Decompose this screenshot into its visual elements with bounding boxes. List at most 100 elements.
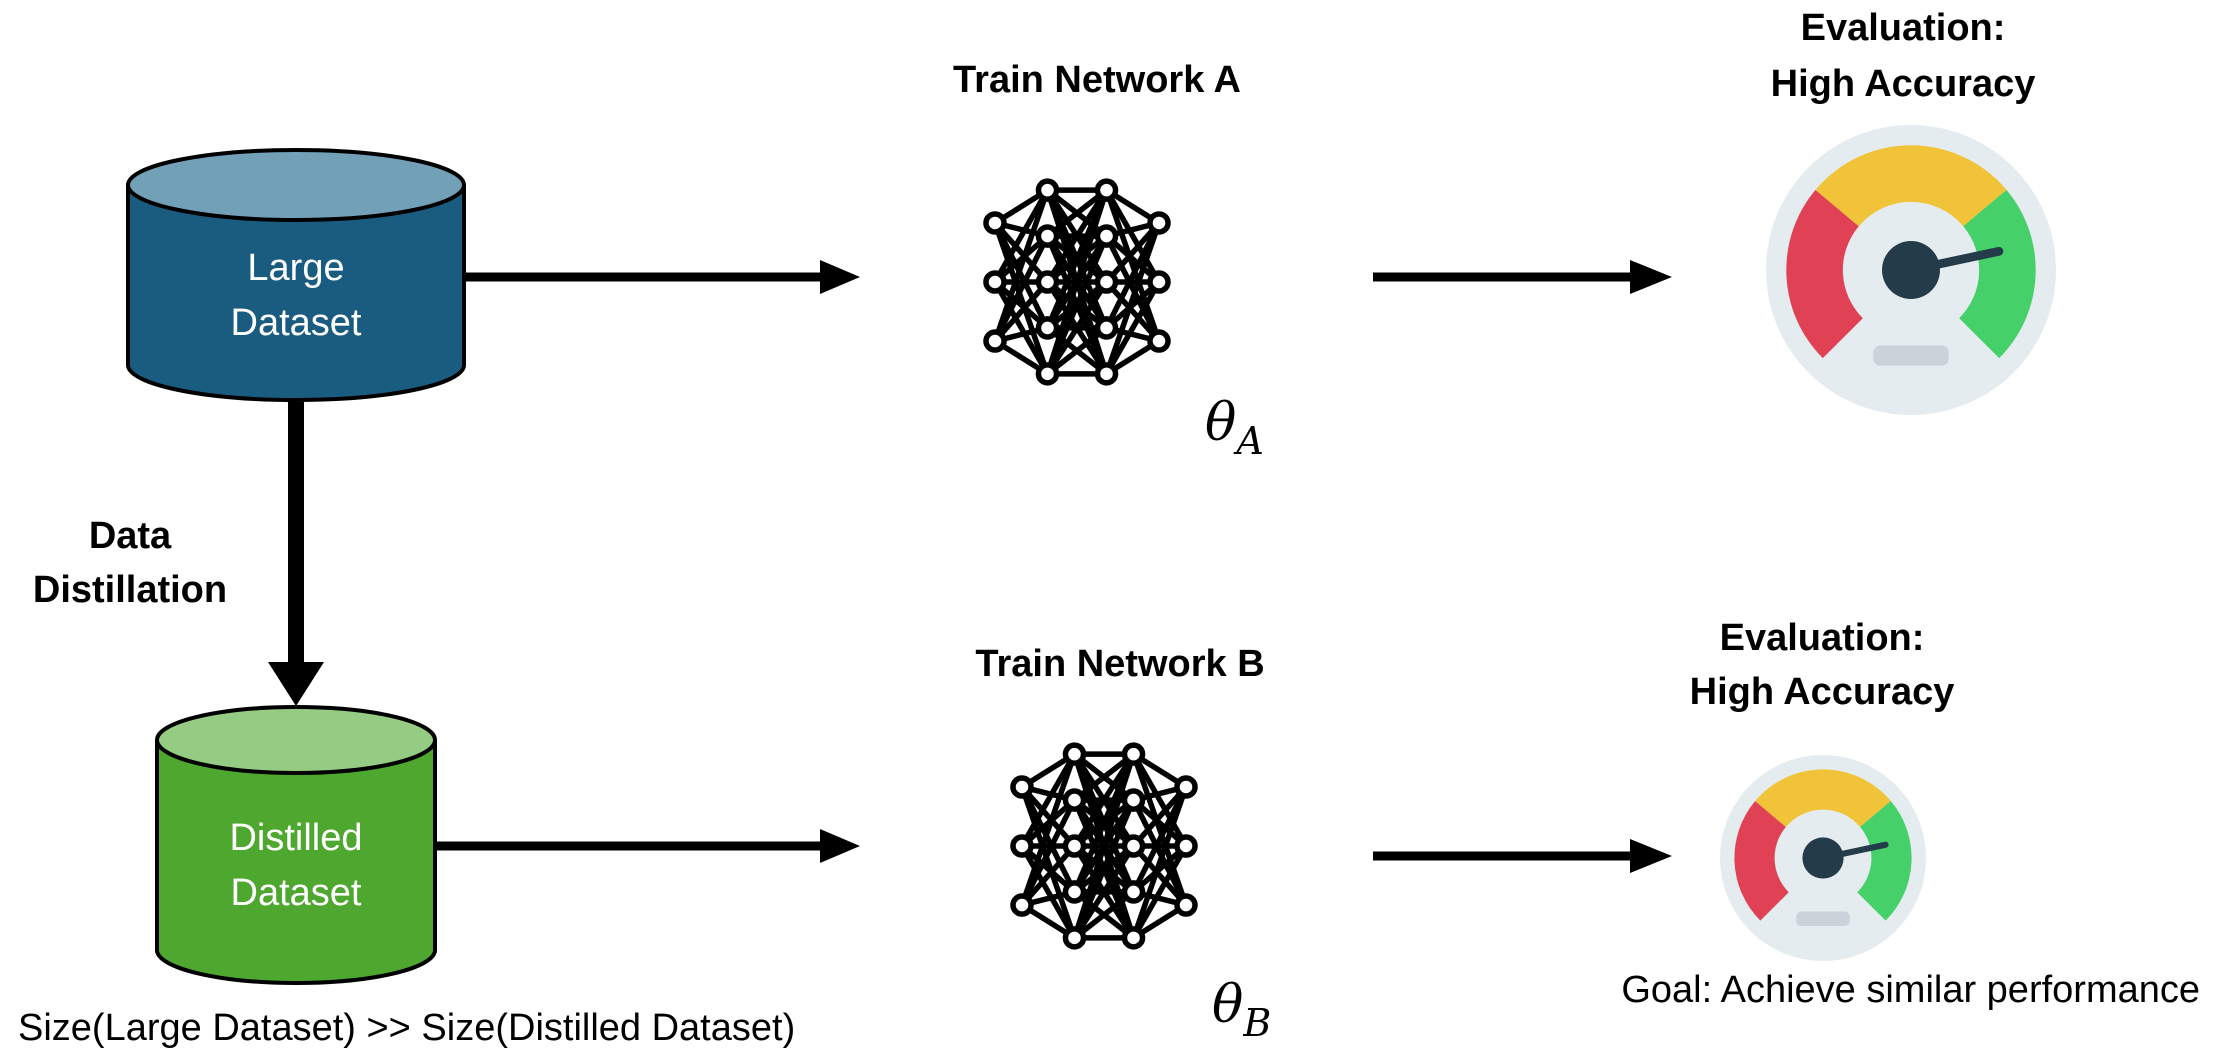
network-node (1174, 775, 1198, 799)
network-edge (1071, 753, 1137, 939)
network-node (1174, 834, 1198, 858)
speedometer-gauge-b-icon (1720, 755, 1926, 961)
network-node (1035, 178, 1060, 202)
network-node (1062, 834, 1087, 858)
large-dataset-body (126, 185, 466, 402)
size-comparison-note: Size(Large Dataset) >> Size(Distilled Da… (18, 1007, 795, 1049)
network-node (1174, 893, 1198, 917)
speedometer-gauge-a-icon (1766, 125, 2056, 415)
theta-b-subscript: B (1242, 1001, 1271, 1045)
network-node (1035, 362, 1060, 386)
network-edge (1103, 189, 1162, 342)
network-node (1147, 270, 1171, 294)
distilled-dataset-body (155, 740, 437, 985)
network-node (1094, 224, 1119, 248)
network-edge (1131, 752, 1189, 848)
network-node (1010, 893, 1034, 917)
network-edge (1072, 844, 1136, 940)
gauge-hub (1882, 241, 1940, 299)
gauge-plate (1873, 345, 1949, 366)
network-node (1094, 270, 1119, 294)
network-edge (1044, 234, 1110, 375)
network-edge (992, 189, 1051, 342)
network-edge (1019, 844, 1077, 907)
network-node (1062, 880, 1087, 904)
theta-a-subscript: A (1233, 419, 1263, 463)
network-edge (1131, 798, 1189, 907)
network-node (1094, 316, 1119, 340)
network-edge (1045, 280, 1109, 376)
network-edge (1072, 751, 1136, 803)
network-edge (1130, 786, 1189, 939)
network-node (1094, 178, 1119, 202)
network-edge (1071, 798, 1137, 939)
network-edge (992, 280, 1050, 376)
network-edge (1072, 889, 1136, 941)
neural-network-b-icon (1010, 742, 1198, 950)
network-edge (1104, 234, 1162, 343)
network-edge (992, 222, 1051, 375)
large-dataset-cylinder: Large Dataset (126, 148, 466, 402)
network-edge (1044, 189, 1110, 375)
network-edge (992, 280, 1050, 343)
gauge-plate (1796, 911, 1850, 926)
distilled-dataset-cylinder: Distilled Dataset (155, 705, 437, 985)
network-edges (992, 187, 1162, 377)
network-edge (992, 234, 1050, 343)
network-edge (1072, 752, 1136, 848)
evaluation-a-title-line2: High Accuracy (1771, 63, 2036, 105)
network-node (1121, 742, 1146, 766)
network-edge (1104, 188, 1162, 284)
evaluation-b-title-line1: Evaluation: (1720, 617, 1925, 659)
network-node (1121, 926, 1146, 950)
network-edges (1019, 751, 1189, 941)
large-dataset-label-line2: Dataset (231, 302, 362, 344)
large-dataset-label-line1: Large (247, 247, 344, 289)
network-edge (1019, 844, 1077, 940)
theta-b-symbol: θ (1212, 975, 1243, 1035)
network-node (1035, 316, 1060, 340)
network-node (1121, 880, 1146, 904)
arrowhead-large-to-network-a (820, 260, 860, 294)
distilled-dataset-top (155, 705, 437, 775)
gauge-yellow-segment (1815, 145, 2007, 227)
network-edge (1131, 844, 1189, 940)
network-node (1094, 362, 1119, 386)
arrowhead-network-b-to-evaluation (1630, 839, 1672, 873)
network-edge (1019, 785, 1077, 848)
distilled-dataset-label-line1: Distilled (229, 817, 362, 859)
network-edge (1045, 188, 1109, 284)
network-edge (1131, 785, 1189, 848)
gauge-green-segment (1857, 801, 1912, 921)
network-edge (1104, 280, 1162, 376)
network-a-title: Train Network A (953, 59, 1241, 101)
network-node (1010, 834, 1034, 858)
network-edge (1019, 786, 1078, 939)
network-nodes (983, 178, 1171, 386)
arrowhead-network-a-to-evaluation (1630, 260, 1672, 294)
network-node (1121, 834, 1146, 858)
network-edge (992, 188, 1050, 284)
gauge-hub (1802, 837, 1844, 879)
network-edge (1131, 844, 1189, 907)
evaluation-a-title-line1: Evaluation: (1801, 7, 2006, 49)
network-nodes (1010, 742, 1198, 950)
network-node (1062, 788, 1087, 812)
network-edge (1130, 753, 1189, 906)
gauge-red-segment (1734, 801, 1789, 921)
network-node (1147, 329, 1171, 353)
neural-network-a-icon (983, 178, 1171, 386)
network-node (983, 270, 1007, 294)
theta-a-label: θA (1205, 393, 1264, 463)
network-node (1147, 211, 1171, 235)
network-edge (1019, 753, 1078, 906)
network-node (1035, 224, 1060, 248)
distilled-dataset-label-line2: Dataset (231, 872, 362, 914)
network-b-title: Train Network B (975, 643, 1264, 685)
gauge-red-segment (1786, 189, 1863, 359)
evaluation-b-title-line2: High Accuracy (1690, 671, 1955, 713)
network-edge (992, 221, 1050, 284)
goal-note: Goal: Achieve similar performance (1621, 969, 2200, 1011)
network-node (983, 211, 1007, 235)
